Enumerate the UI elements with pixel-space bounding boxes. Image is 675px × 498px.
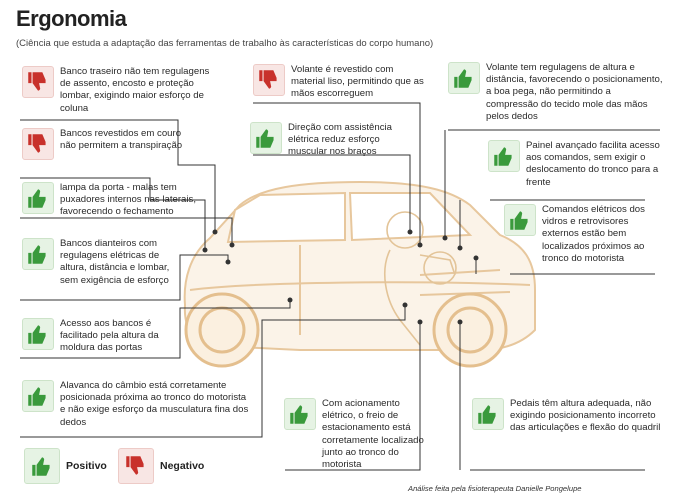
item-freio: Com acionamento elétrico, o freio de est… <box>284 398 424 471</box>
car-wheels <box>184 292 508 368</box>
item-acesso-bancos: Acesso aos bancos é facilitado pela altu… <box>22 318 187 355</box>
thumbs-down-icon <box>253 64 285 96</box>
item-bancos-dianteiros: Bancos dianteiros com regulagens elétric… <box>22 238 187 287</box>
item-text: Com acionamento elétrico, o freio de est… <box>322 398 424 471</box>
thumbs-up-icon <box>22 380 54 412</box>
thumbs-up-icon <box>22 318 54 350</box>
leader-lines <box>20 102 660 471</box>
credit-text: Análise feita pela fisioterapeuta Daniel… <box>408 484 582 493</box>
item-painel: Painel avançado facilita acesso aos coma… <box>488 140 663 189</box>
thumbs-up-icon <box>24 448 60 484</box>
thumbs-up-icon <box>504 204 536 236</box>
item-bancos-revestidos: Bancos revestidos em couro não permitem … <box>22 128 197 160</box>
thumbs-up-icon <box>250 122 282 154</box>
item-text: Acesso aos bancos é facilitado pela altu… <box>60 318 159 354</box>
item-comandos-eletricos: Comandos elétricos dos vidros e retrovis… <box>504 204 666 265</box>
item-lampada-porta: lampa da porta - malas tem puxadores int… <box>22 182 222 219</box>
item-volante-revestido: Volante é revestido com material liso, p… <box>253 64 428 101</box>
item-text: Bancos revestidos em couro não permitem … <box>60 128 183 152</box>
page-subtitle: (Ciência que estuda a adaptação das ferr… <box>16 38 434 49</box>
thumbs-down-icon <box>22 66 54 98</box>
item-text: Banco traseiro não tem regulagens de ass… <box>60 66 210 114</box>
leader-dots <box>202 229 479 325</box>
item-text: lampa da porta - malas tem puxadores int… <box>60 182 196 218</box>
item-text: Comandos elétricos dos vidros e retrovis… <box>542 204 645 264</box>
thumbs-up-icon <box>22 238 54 270</box>
thumbs-down-icon <box>118 448 154 484</box>
thumbs-down-icon <box>22 128 54 160</box>
thumbs-up-icon <box>448 62 480 94</box>
item-text: Pedais têm altura adequada, não exigindo… <box>510 398 661 434</box>
item-text: Bancos dianteiros com regulagens elétric… <box>60 238 170 286</box>
item-text: Alavanca do câmbio está corretamente pos… <box>60 380 249 428</box>
item-banco-traseiro: Banco traseiro não tem regulagens de ass… <box>22 66 222 115</box>
item-direcao: Direção com assistência elétrica reduz e… <box>250 122 415 159</box>
item-alavanca-cambio: Alavanca do câmbio está corretamente pos… <box>22 380 252 429</box>
legend-negative: Negativo <box>118 448 204 484</box>
item-pedais: Pedais têm altura adequada, não exigindo… <box>472 398 662 435</box>
legend-negative-label: Negativo <box>160 460 205 472</box>
item-text: Direção com assistência elétrica reduz e… <box>288 122 392 158</box>
item-text: Painel avançado facilita acesso aos coma… <box>526 140 660 188</box>
item-volante-regulagens: Volante tem regulagens de altura e distâ… <box>448 62 663 123</box>
legend-positive: Positivo <box>24 448 107 484</box>
page-title: Ergonomia <box>16 6 127 31</box>
thumbs-up-icon <box>488 140 520 172</box>
item-text: Volante é revestido com material liso, p… <box>291 64 424 100</box>
thumbs-up-icon <box>284 398 316 430</box>
item-text: Volante tem regulagens de altura e distâ… <box>486 62 663 122</box>
thumbs-up-icon <box>22 182 54 214</box>
thumbs-up-icon <box>472 398 504 430</box>
legend-positive-label: Positivo <box>66 460 107 472</box>
